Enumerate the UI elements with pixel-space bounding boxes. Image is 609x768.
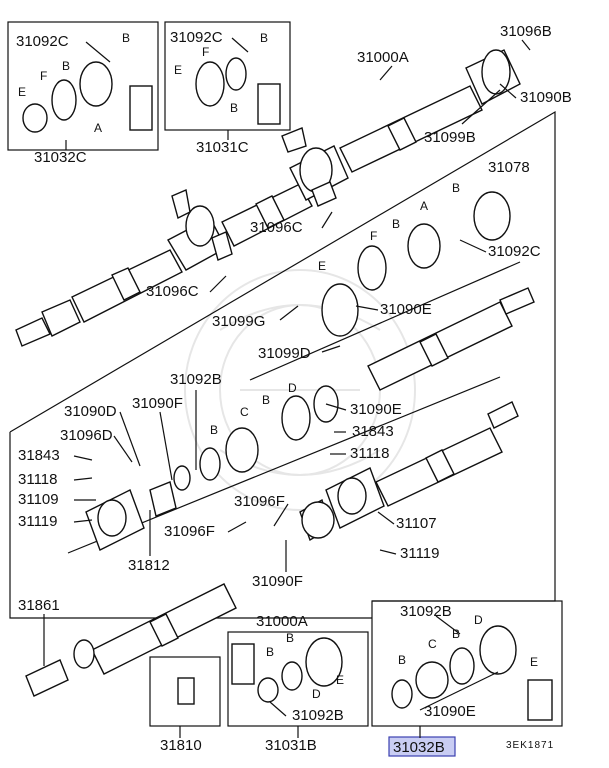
leader-lines bbox=[43, 37, 531, 738]
letter-B: B bbox=[260, 31, 268, 45]
letter-C: C bbox=[428, 637, 437, 651]
label-31119: 31119 bbox=[400, 545, 440, 562]
label-31096C: 31096C bbox=[250, 219, 303, 236]
letter-C: C bbox=[240, 405, 249, 419]
label-31109: 31109 bbox=[18, 491, 59, 508]
label-31092B: 31092B bbox=[170, 371, 222, 388]
label-31031B: 31031B bbox=[265, 737, 317, 754]
label-31096F: 31096F bbox=[164, 523, 215, 540]
label-31090F: 31090F bbox=[132, 395, 183, 412]
letter-B: B bbox=[452, 181, 460, 195]
label-31000A: 31000A bbox=[256, 613, 308, 630]
flanges bbox=[22, 57, 553, 721]
label-31092C: 31092C bbox=[170, 29, 223, 46]
label-31031C: 31031C bbox=[196, 139, 249, 156]
letter-E: E bbox=[336, 673, 344, 687]
highlight-31032B bbox=[388, 736, 456, 757]
letter-B: B bbox=[210, 423, 218, 437]
label-31099D: 31099D bbox=[258, 345, 311, 362]
box-31032C bbox=[7, 21, 159, 151]
label-31000A: 31000A bbox=[357, 49, 409, 66]
letter-E: E bbox=[18, 85, 26, 99]
letter-A: A bbox=[94, 121, 102, 135]
label-31812: 31812 bbox=[128, 557, 170, 574]
letter-D: D bbox=[312, 687, 321, 701]
label-31119: 31119 bbox=[18, 513, 58, 530]
letter-B: B bbox=[262, 393, 270, 407]
letter-A: A bbox=[420, 199, 428, 213]
label-31092B: 31092B bbox=[400, 603, 452, 620]
letter-B: B bbox=[392, 217, 400, 231]
letter-D: D bbox=[474, 613, 483, 627]
label-31092C: 31092C bbox=[16, 33, 69, 50]
letter-B: B bbox=[230, 101, 238, 115]
letter-B: B bbox=[452, 627, 460, 641]
label-31096D: 31096D bbox=[60, 427, 113, 444]
label-31810: 31810 bbox=[160, 737, 202, 754]
label-31118: 31118 bbox=[350, 445, 390, 462]
shaft-lower-right bbox=[375, 401, 519, 507]
label-31078: 31078 bbox=[488, 159, 530, 176]
letter-F: F bbox=[40, 69, 47, 83]
label-31843: 31843 bbox=[352, 423, 394, 440]
label-31099B: 31099B bbox=[424, 129, 476, 146]
letter-E: E bbox=[174, 63, 182, 77]
label-31092B: 31092B bbox=[292, 707, 344, 724]
frames bbox=[7, 21, 563, 727]
label-31090E: 31090E bbox=[424, 703, 476, 720]
letter-F: F bbox=[370, 229, 377, 243]
letter-B: B bbox=[122, 31, 130, 45]
letter-B: B bbox=[286, 631, 294, 645]
label-31843: 31843 bbox=[18, 447, 60, 464]
letter-B: B bbox=[398, 653, 406, 667]
letter-B: B bbox=[266, 645, 274, 659]
label-31092C: 31092C bbox=[488, 243, 541, 260]
label-31118: 31118 bbox=[18, 471, 58, 488]
letter-F: F bbox=[202, 45, 209, 59]
label-31107: 31107 bbox=[396, 515, 437, 532]
label-31096F: 31096F bbox=[234, 493, 285, 510]
label-31090E: 31090E bbox=[380, 301, 432, 318]
shaft-top bbox=[15, 49, 521, 347]
label-31090E: 31090E bbox=[350, 401, 402, 418]
label-31090B: 31090B bbox=[520, 89, 572, 106]
letter-B: B bbox=[62, 59, 70, 73]
box-31810 bbox=[149, 656, 221, 727]
label-31032C: 31032C bbox=[34, 149, 87, 166]
label-31090F: 31090F bbox=[252, 573, 303, 590]
drawing-code: 3EK1871 bbox=[506, 740, 554, 751]
letter-D: D bbox=[288, 381, 297, 395]
labels: 31092C 31032C 31092C 31031C 31096B 31000… bbox=[16, 23, 572, 756]
label-31861: 31861 bbox=[18, 597, 60, 614]
shaft-middle bbox=[367, 287, 535, 391]
letter-E: E bbox=[530, 655, 538, 669]
label-31096B: 31096B bbox=[500, 23, 552, 40]
shaft-bottom bbox=[25, 583, 237, 697]
label-31096C: 31096C bbox=[146, 283, 199, 300]
label-31090D: 31090D bbox=[64, 403, 117, 420]
label-31032B: 31032B bbox=[393, 739, 445, 756]
letter-E: E bbox=[318, 259, 326, 273]
label-31099G: 31099G bbox=[212, 313, 265, 330]
